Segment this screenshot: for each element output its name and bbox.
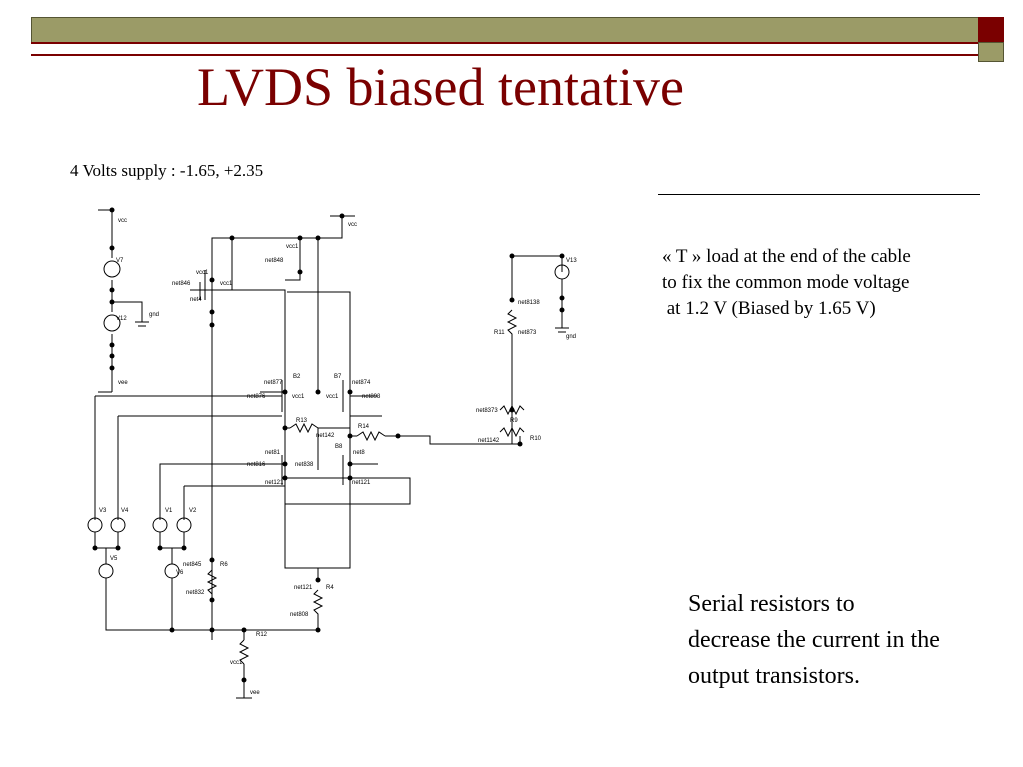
vcc-top-wire xyxy=(211,215,355,280)
label-v6: V6 xyxy=(176,570,184,576)
label-net4: net4 xyxy=(190,297,202,303)
label-net8138: net8138 xyxy=(518,300,540,306)
label-b2: B2 xyxy=(293,374,301,380)
v12-source-symbol xyxy=(103,314,121,332)
label-net121-a: net121 xyxy=(265,480,284,486)
label-v3: V3 xyxy=(99,508,107,514)
label-net816: net816 xyxy=(247,462,266,468)
label-v12: V12 xyxy=(116,316,127,322)
input-source-wires xyxy=(94,532,185,564)
label-b7: B7 xyxy=(334,374,342,380)
label-net874: net874 xyxy=(352,380,371,386)
label-r9: R9 xyxy=(510,418,518,424)
label-vee-bottom: vee xyxy=(250,690,260,696)
label-vcc1-b: vcc1 xyxy=(196,270,209,276)
corner-square-dark xyxy=(978,17,1004,42)
label-gnd-right: gnd xyxy=(566,334,576,340)
gnd-left-wire xyxy=(112,301,149,327)
v1-source-symbol xyxy=(152,517,168,533)
resistor-r6 xyxy=(206,569,218,595)
v5-source-symbol xyxy=(98,563,114,579)
label-r11: R11 xyxy=(494,330,505,336)
label-vcc-top: vcc xyxy=(348,222,357,228)
bias-wire xyxy=(190,282,232,300)
label-v4: V4 xyxy=(121,508,129,514)
supply-text: 4 Volts supply : -1.65, +2.35 xyxy=(70,161,264,180)
label-v2: V2 xyxy=(189,508,197,514)
feedback-wire xyxy=(287,291,351,392)
v3-source-symbol xyxy=(87,517,103,533)
gnd-right-wire xyxy=(555,279,569,333)
label-vcc1-a: vcc1 xyxy=(286,244,299,250)
label-vcc1-bottom: vcc1 xyxy=(230,660,243,666)
resistor-r14 xyxy=(356,430,386,442)
label-net1142: net1142 xyxy=(478,438,500,444)
resistor-r13 xyxy=(289,422,319,434)
top-transistor-wires xyxy=(204,238,319,640)
mid-rail-right xyxy=(318,392,351,569)
label-r6: R6 xyxy=(220,562,228,568)
label-net808: net808 xyxy=(290,612,309,618)
v2-source-symbol xyxy=(176,517,192,533)
resistor-r12 xyxy=(238,639,250,665)
label-vcc-left: vcc xyxy=(118,218,127,224)
label-net142: net142 xyxy=(316,433,335,439)
t-load-resistors xyxy=(499,400,525,444)
label-net845: net845 xyxy=(183,562,202,568)
left-supply-wire xyxy=(98,209,113,393)
label-r14: R14 xyxy=(358,424,370,430)
label-vcc1-c: vcc1 xyxy=(220,281,233,287)
v13-wire xyxy=(511,255,563,300)
label-net877: net877 xyxy=(264,380,283,386)
label-r13: R13 xyxy=(296,418,308,424)
v7-source-symbol xyxy=(103,260,121,278)
label-net838: net838 xyxy=(295,462,314,468)
resistor-note: Serial resistors to decrease the current… xyxy=(688,591,940,689)
label-net848: net848 xyxy=(265,258,284,264)
resistor-r4 xyxy=(312,589,324,630)
mid-rail-left xyxy=(284,350,318,569)
v4-source-symbol xyxy=(110,517,126,533)
label-net81: net81 xyxy=(265,450,281,456)
mid-transistors xyxy=(95,380,382,417)
label-net121-c: net121 xyxy=(294,585,313,591)
label-r12: R12 xyxy=(256,632,268,638)
label-net8: net8 xyxy=(353,450,365,456)
lower-links xyxy=(94,396,285,520)
label-r10: R10 xyxy=(530,436,542,442)
label-v1: V1 xyxy=(165,508,173,514)
label-net832: net832 xyxy=(186,590,205,596)
slide-title: LVDS biased tentative xyxy=(197,57,684,117)
corner-square-olive xyxy=(978,42,1004,62)
label-net876: net876 xyxy=(247,394,266,400)
label-vee-left: vee xyxy=(118,380,128,386)
label-v5: V5 xyxy=(110,556,118,562)
label-vcc1-d: vcc1 xyxy=(292,394,305,400)
label-b8: B8 xyxy=(335,444,343,450)
divider-line xyxy=(658,194,980,195)
label-v13: V13 xyxy=(566,258,577,264)
load-note: « T » load at the end of the cable to fi… xyxy=(662,246,911,319)
label-v7: V7 xyxy=(116,258,124,264)
label-net8373: net8373 xyxy=(476,408,498,414)
label-net893: net893 xyxy=(362,394,381,400)
label-r4: R4 xyxy=(326,585,334,591)
resistor-r11 xyxy=(506,309,518,400)
label-net873: net873 xyxy=(518,330,537,336)
title-rule xyxy=(31,42,1004,56)
label-net121-b: net121 xyxy=(352,480,371,486)
label-net846: net846 xyxy=(172,281,191,287)
label-vcc1-e: vcc1 xyxy=(326,394,339,400)
label-gnd-left: gnd xyxy=(149,312,159,318)
